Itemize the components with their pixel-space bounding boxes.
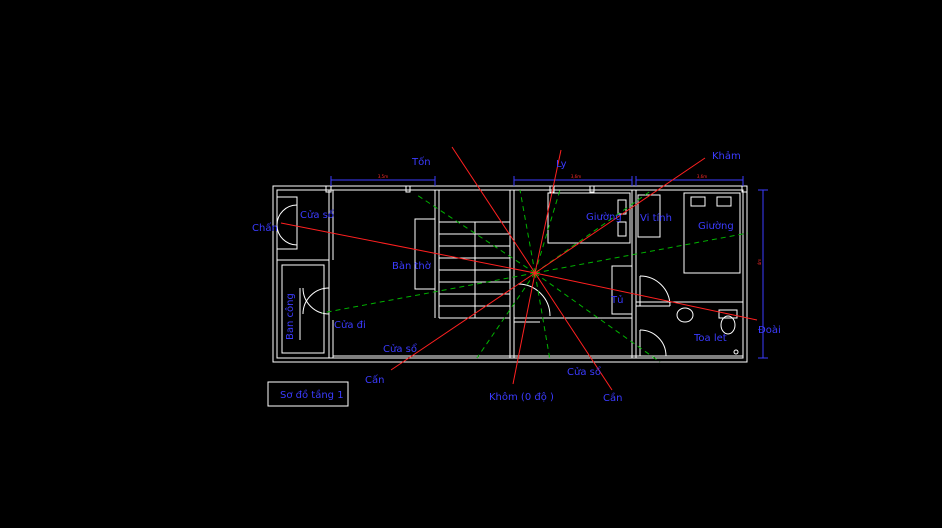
toilet-bowl: [720, 315, 736, 335]
outer-wall-outer: [272, 185, 748, 363]
altar-box: [414, 218, 436, 290]
label-can-left: Cấn: [365, 374, 384, 386]
walls: [272, 185, 748, 363]
balcony-door-swing-a: [302, 287, 330, 315]
label-doai: Đoài: [758, 324, 781, 336]
label-ton: Tốn: [411, 156, 431, 168]
top-wall-mark-e: [741, 185, 748, 193]
bed-2: [683, 192, 741, 274]
label-chan: Chấn: [252, 222, 278, 234]
bed-1: [547, 192, 631, 244]
title-box: [267, 381, 349, 407]
label-khan: Khảm: [712, 150, 741, 162]
left-window-swing-b: [276, 224, 298, 246]
label-cua-so-bottom-left: Cửa sổ: [383, 342, 417, 355]
label-toa-let: Toa let: [693, 333, 727, 344]
label-ban-cong: Ban công: [284, 293, 296, 340]
floor-drain: [733, 349, 739, 355]
label-vi-tinh: Vi tính: [640, 212, 672, 224]
balcony-inner: [281, 264, 325, 354]
bed-1-pillow-b: [617, 221, 627, 237]
label-ban-tho: Bàn thờ: [392, 260, 432, 272]
label-cua-so-top: Cửa sổ: [300, 208, 334, 221]
computer-desk: [637, 194, 661, 238]
balcony-door-swing-b: [302, 287, 330, 315]
bathroom-door-2: [639, 329, 667, 357]
title-box-label: Sơ đồ tầng 1: [280, 389, 344, 401]
top-wall-mark-b: [405, 185, 411, 193]
label-ly: Ly: [556, 159, 567, 170]
dim-label-2: 3,6m: [571, 174, 581, 179]
toilet-tank: [718, 309, 738, 319]
stair-treads: [439, 233, 510, 307]
center-door-swing: [517, 283, 551, 317]
label-khom: Khôm (0 độ ): [489, 391, 554, 403]
label-giuong-2: Giường: [698, 220, 734, 232]
label-cua-di: Cửa đi: [334, 319, 366, 331]
bed-2-pillow-b: [716, 196, 732, 207]
dim-label-3: 3,6m: [697, 174, 707, 179]
dim-label-4: 4m: [757, 259, 762, 266]
label-cua-so-bottom-right: Cửa sổ: [567, 365, 601, 378]
green-direction-lines: [321, 189, 749, 363]
top-wall-mark-a: [325, 185, 332, 193]
top-wall-mark-d: [589, 185, 595, 193]
left-window-swing-a: [276, 204, 298, 226]
label-can-right: Cần: [603, 392, 622, 404]
label-giuong-1: Giường: [586, 211, 622, 223]
label-tu: Tủ: [610, 294, 623, 306]
red-direction-lines: [280, 146, 758, 391]
dim-label-1: 3,5m: [378, 174, 388, 179]
bed-2-pillow-a: [690, 196, 706, 207]
dimension-lines: [330, 176, 768, 359]
balcony-box: [276, 259, 330, 359]
sink: [676, 307, 694, 323]
